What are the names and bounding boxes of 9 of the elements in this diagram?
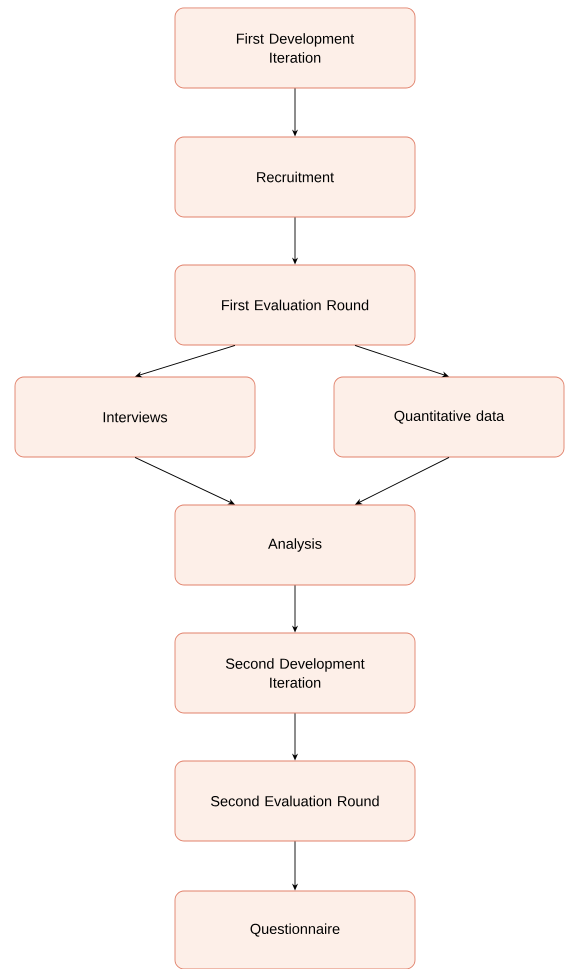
- process-box: Second Development Iteration: [174, 632, 416, 714]
- process-box: First Evaluation Round: [174, 264, 416, 346]
- process-box: Analysis: [174, 504, 416, 586]
- process-box: Second Evaluation Round: [174, 760, 416, 842]
- process-box: First Development Iteration: [174, 8, 416, 88]
- process-box: Interviews: [14, 376, 256, 458]
- process-box: Quantitative data: [334, 376, 564, 458]
- process-box: Recruitment: [174, 136, 416, 218]
- process-box: Questionnaire: [174, 890, 416, 969]
